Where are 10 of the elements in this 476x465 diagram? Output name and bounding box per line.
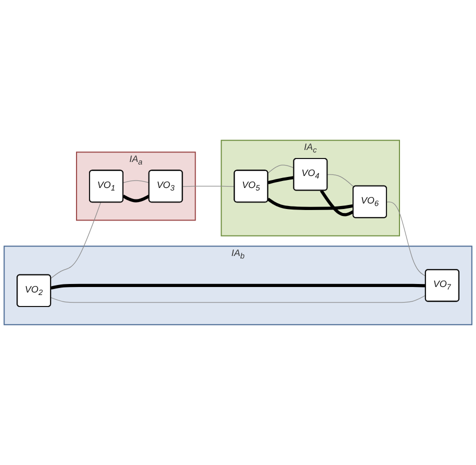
node-box: VO$_{5}$ <box>234 170 268 203</box>
node-box: VO$_{3}$ <box>148 170 183 203</box>
group-title: IA$_{b}$ <box>231 248 245 261</box>
group-title: IA$_{a}$ <box>129 154 142 166</box>
node-box: VO$_{2}$ <box>16 274 52 308</box>
node-box: VO$_{6}$ <box>352 185 387 218</box>
group-title: IA$_{c}$ <box>304 142 317 155</box>
node-box: VO$_{4}$ <box>293 158 328 191</box>
node-box: VO$_{1}$ <box>89 170 124 203</box>
node-box: VO$_{7}$ <box>424 269 460 302</box>
